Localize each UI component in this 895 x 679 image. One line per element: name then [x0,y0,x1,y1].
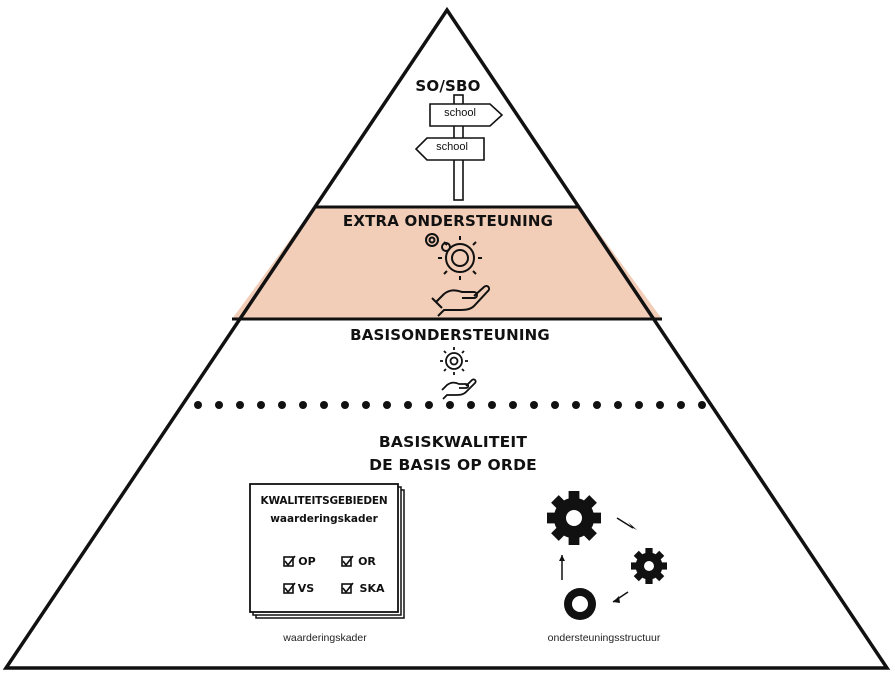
pyramid-outline [2,6,891,670]
card-subtitle: waarderingskader [270,513,378,525]
card-item-vs: VS [297,582,315,595]
quality-card [249,483,405,619]
level-kwaliteit-title-2: DE BASIS OP ORDE [369,456,537,474]
card-item-or: OR [358,555,376,568]
gears-hand-icon [425,233,491,317]
card-item-ska: SKA [359,582,385,595]
level-kwaliteit-title-1: BASISKWALITEIT [378,433,528,451]
level-so-sbo-title: SO/SBO [415,77,481,95]
gears-caption: ondersteuningsstructuur [547,632,661,644]
card-item-op: OP [298,555,316,568]
support-gears-icon [547,491,667,620]
card-caption: waarderingskader [283,632,367,644]
signpost-icon [414,94,504,201]
level-extra-title: EXTRA ONDERSTEUNING [342,212,554,230]
level-basis-title: BASISONDERSTEUNING [350,326,550,344]
sign-label-1: school [444,107,476,119]
sign-label-2: school [436,141,468,153]
dotted-divider [194,401,706,409]
card-title: KWALITEITSGEBIEDEN [260,495,388,507]
gear-hand-icon [440,347,477,400]
checkbox-icons [283,555,354,594]
